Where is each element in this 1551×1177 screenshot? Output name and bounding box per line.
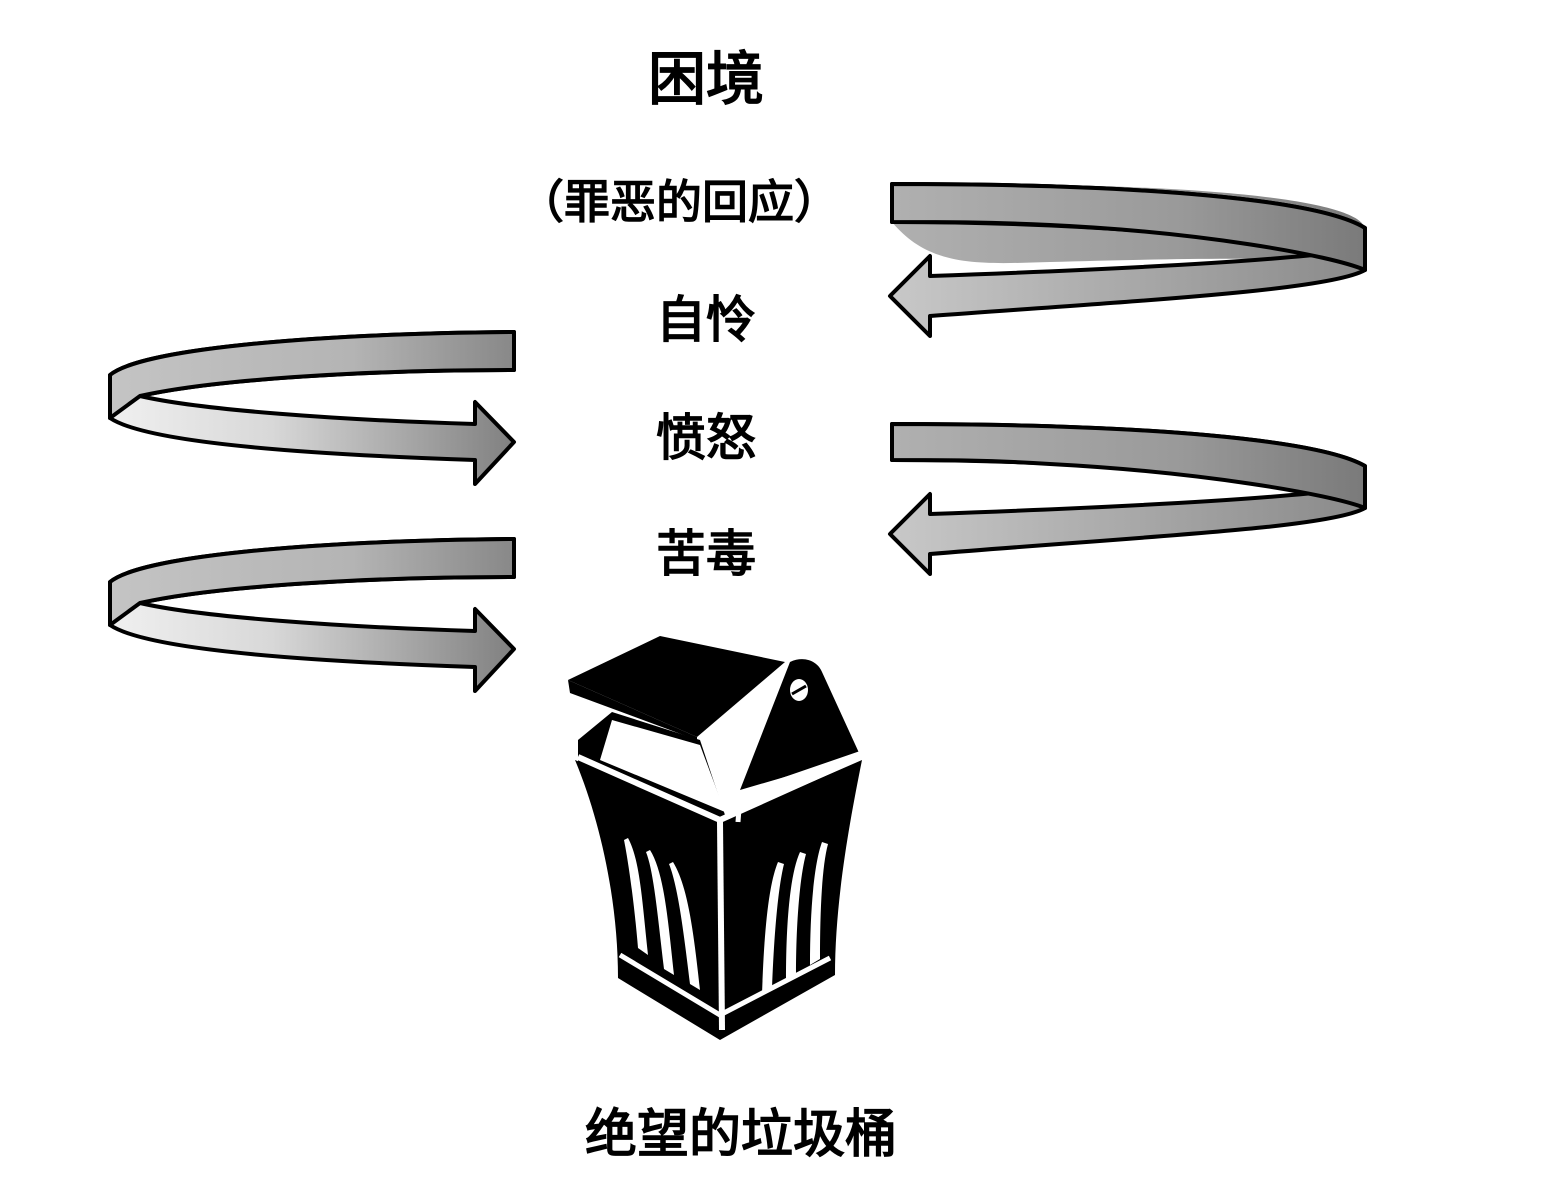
trash-can-caption: 绝望的垃圾桶	[584, 1105, 897, 1165]
step-anger: 愤怒	[656, 409, 756, 467]
loop-arrow-left-1	[108, 330, 516, 486]
loop-arrow-right-1	[888, 182, 1367, 338]
diagram-subtitle: （罪恶的回应）	[518, 175, 840, 229]
loop-arrow-right-2	[888, 422, 1367, 576]
diagram-title: 困境	[647, 45, 764, 113]
loop-arrow-left-2	[108, 537, 516, 693]
trash-can-icon	[568, 636, 863, 1040]
step-bitterness: 苦毒	[656, 525, 756, 583]
step-self-pity: 自怜	[656, 291, 756, 349]
